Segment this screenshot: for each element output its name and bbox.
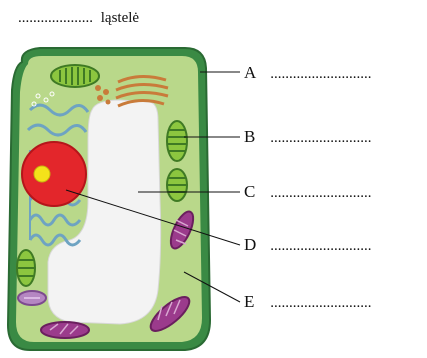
mitochondrion-bottom — [41, 322, 89, 338]
label-e: E ........................... — [244, 292, 372, 312]
label-d-blank: ........................... — [270, 238, 371, 254]
label-d: D ........................... — [244, 235, 372, 255]
label-b: B ........................... — [244, 127, 372, 147]
label-d-letter: D — [244, 235, 266, 255]
chloroplast-b — [167, 121, 187, 161]
label-a-blank: ........................... — [270, 66, 371, 82]
chloroplast-c — [167, 169, 187, 201]
chloroplast-left — [17, 250, 35, 286]
label-c: C ........................... — [244, 182, 372, 202]
label-c-blank: ........................... — [270, 185, 371, 201]
label-b-letter: B — [244, 127, 266, 147]
label-a-letter: A — [244, 63, 266, 83]
nucleus — [22, 142, 86, 206]
label-a: A ........................... — [244, 63, 372, 83]
label-c-letter: C — [244, 182, 266, 202]
mitochondrion-left — [18, 291, 46, 305]
label-b-blank: ........................... — [270, 130, 371, 146]
label-e-blank: ........................... — [270, 295, 371, 311]
label-e-letter: E — [244, 292, 266, 312]
chloroplast-top — [51, 65, 99, 87]
nucleolus — [34, 166, 50, 182]
